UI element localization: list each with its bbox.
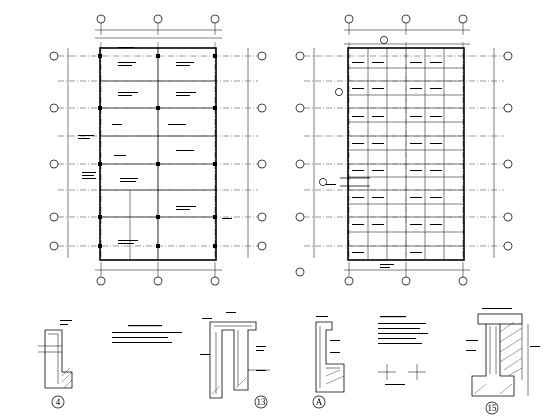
right-floor-plan xyxy=(295,14,513,286)
detail-4-number-bubble xyxy=(51,395,65,409)
detail-4: 4 xyxy=(38,320,73,409)
left-plan-top-axis-bubbles xyxy=(96,14,220,35)
general-notes xyxy=(112,325,182,343)
left-plan-side-axis-bubbles xyxy=(49,51,59,251)
notes-right xyxy=(378,316,428,344)
detail-15-number: 15 xyxy=(488,403,498,413)
right-plan-top-axis-bubbles xyxy=(344,14,468,35)
detail-13-number-bubble xyxy=(254,395,268,409)
right-plan-side-axis-bubbles xyxy=(295,51,343,277)
left-plan-annotations xyxy=(78,47,232,244)
rebar-symbol xyxy=(378,364,426,385)
detail-13-number: 13 xyxy=(257,397,267,407)
detail-a: A xyxy=(312,316,345,409)
right-plan-right-axis-bubbles xyxy=(503,51,513,251)
right-plan-bottom-axis-bubbles xyxy=(344,262,468,286)
detail-4-number: 4 xyxy=(56,397,61,407)
detail-a-number: A xyxy=(316,397,323,407)
detail-15: 15 xyxy=(466,308,540,415)
detail-a-number-bubble xyxy=(312,395,326,409)
right-plan-annotations xyxy=(326,62,442,268)
left-plan-right-axis-bubbles xyxy=(257,51,267,251)
left-floor-plan xyxy=(49,14,267,286)
detail-13: 13 xyxy=(200,312,270,409)
left-plan-bottom-axis-bubbles xyxy=(96,262,220,286)
detail-15-number-bubble xyxy=(485,401,499,415)
